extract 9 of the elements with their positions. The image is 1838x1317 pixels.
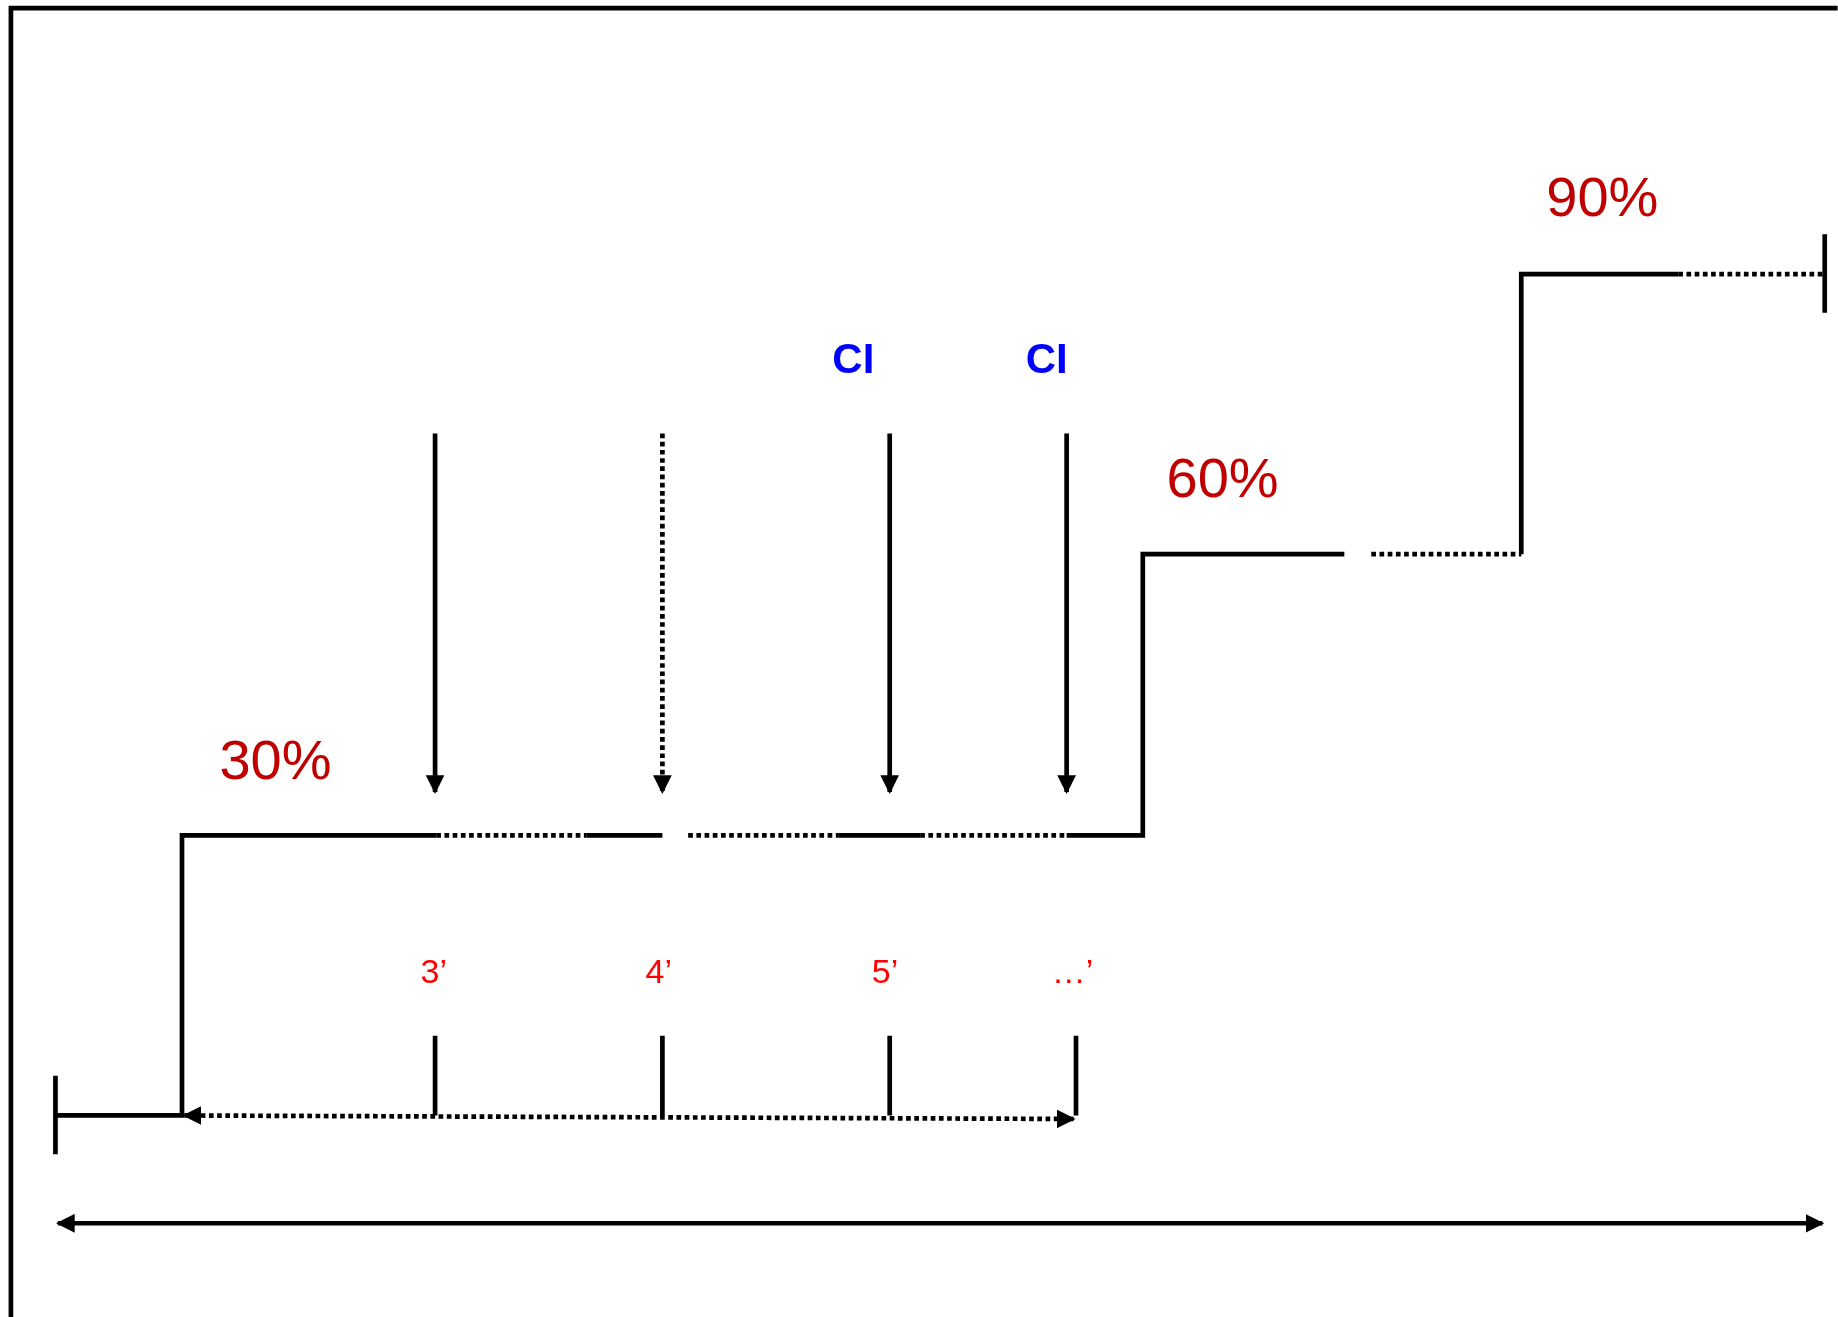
version-label: 3’	[420, 951, 447, 990]
version-label: 5’	[871, 951, 899, 990]
percentage-label: 60%	[1166, 446, 1279, 510]
version-label: …’	[1051, 951, 1094, 990]
percentage-label: 90%	[1546, 164, 1659, 228]
percentage-label: 30%	[219, 727, 332, 791]
stage-label: CI	[832, 334, 875, 381]
version-label: 4’	[645, 951, 672, 990]
stage-label: CI	[1025, 334, 1068, 381]
